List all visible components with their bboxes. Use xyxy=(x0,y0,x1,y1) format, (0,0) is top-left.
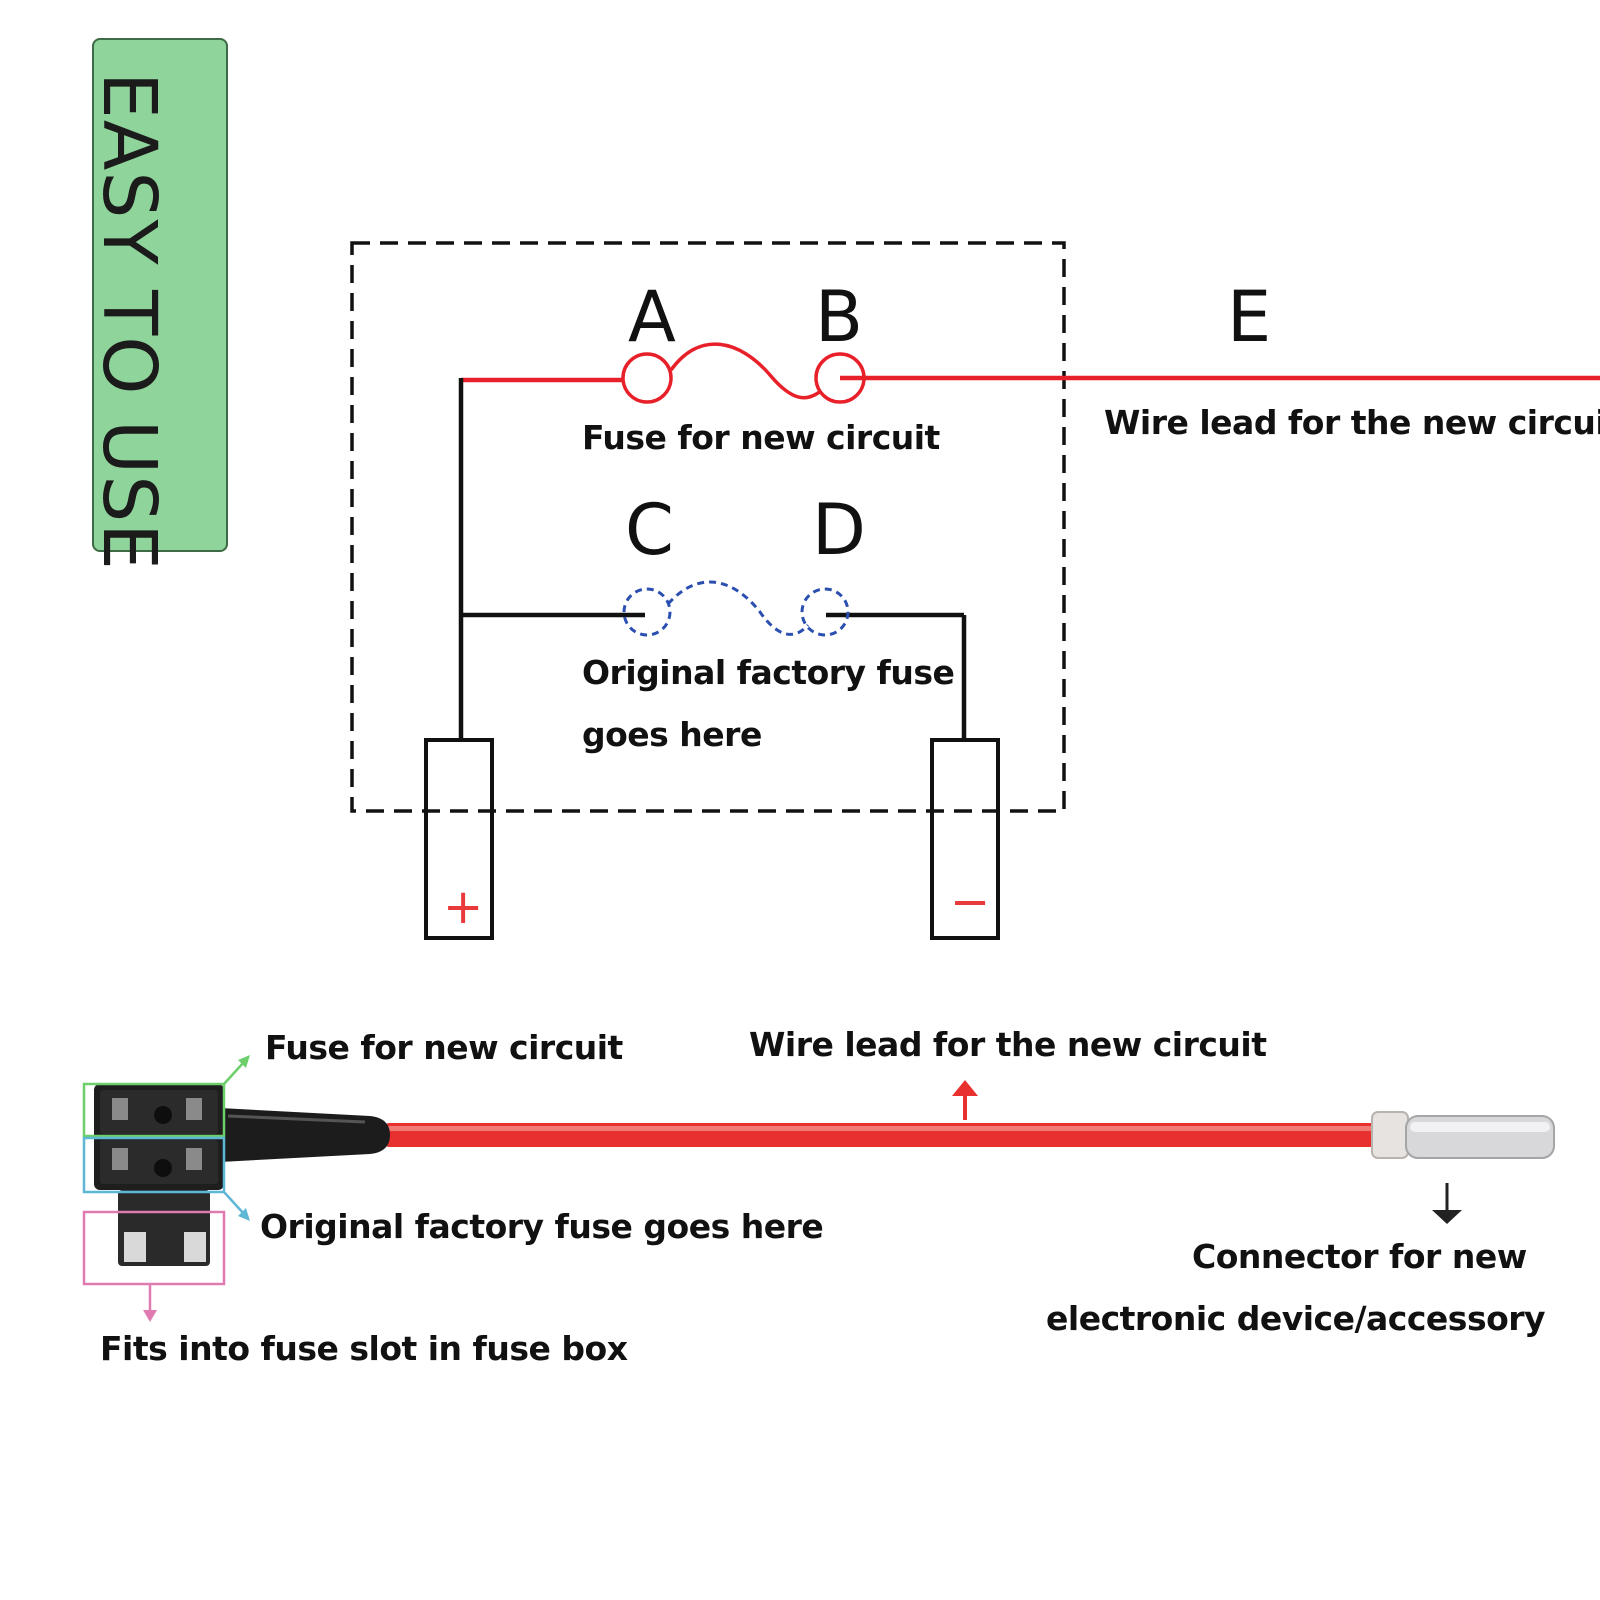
product-original-fuse-label: Original factory fuse goes here xyxy=(260,1207,824,1246)
terminal-c-circle xyxy=(622,587,672,637)
terminal-c-label: C xyxy=(625,489,674,571)
product-fits-slot-label: Fits into fuse slot in fuse box xyxy=(100,1329,628,1368)
terminal-d-circle xyxy=(800,587,850,637)
green-arrow xyxy=(223,1061,245,1085)
fuse-box-outline xyxy=(350,241,1066,813)
easy-to-use-badge xyxy=(92,38,228,552)
terminal-a-label: A xyxy=(628,276,676,358)
metal-connector-sleeve xyxy=(1371,1111,1409,1159)
positive-prong xyxy=(424,738,494,940)
product-fuse-new-label: Fuse for new circuit xyxy=(265,1028,623,1067)
slot-callout-box xyxy=(82,1210,226,1286)
negative-symbol: − xyxy=(950,874,991,930)
original-fuse-callout-box xyxy=(82,1136,226,1194)
schematic-fuse-new-label: Fuse for new circuit xyxy=(582,418,940,457)
terminal-b-label: B xyxy=(815,276,864,358)
original-fuse-element xyxy=(666,580,810,636)
terminal-e-label: E xyxy=(1227,276,1272,358)
product-connector-line1: Connector for new xyxy=(1192,1237,1527,1276)
new-fuse-element xyxy=(669,342,824,400)
product-connector-line2: electronic device/accessory xyxy=(1046,1299,1546,1338)
schematic-original-fuse-line2: goes here xyxy=(582,715,762,754)
schematic-wire-lead-label: Wire lead for the new circuit xyxy=(1104,403,1600,442)
blue-arrow xyxy=(223,1191,245,1215)
negative-prong xyxy=(930,738,1000,940)
terminal-a-circle xyxy=(621,352,673,404)
fuse-new-callout-box xyxy=(82,1082,226,1138)
schematic-original-fuse-line1: Original factory fuse xyxy=(582,653,955,692)
positive-symbol: + xyxy=(443,879,484,935)
terminal-d-label: D xyxy=(812,489,866,571)
product-wire-lead-label: Wire lead for the new circuit xyxy=(749,1025,1267,1064)
